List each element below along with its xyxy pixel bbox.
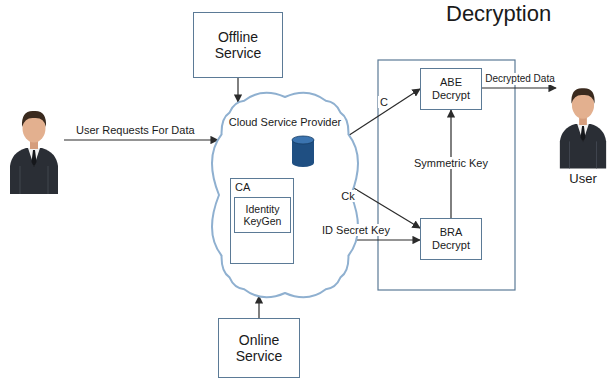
node-text: Online Service (222, 332, 296, 364)
process-box: Identity KeyGen (234, 197, 291, 233)
process-box: BRA Decrypt (420, 218, 482, 260)
user-figure (556, 80, 610, 170)
edge-label: Symmetric Key (412, 157, 490, 170)
user-figure (560, 88, 606, 168)
process-box: Offline Service (193, 12, 283, 78)
arrow-label: User Requests For Data (76, 124, 195, 137)
process-box: Online Service (218, 318, 300, 378)
node-text: BRA Decrypt (424, 226, 478, 251)
edge-label: Ck (339, 190, 356, 203)
node-text: Offline Service (197, 29, 279, 61)
request-arrow (64, 139, 218, 140)
node-text: ABE Decrypt (424, 76, 478, 101)
connector-arrow (237, 78, 238, 102)
decryption-panel (378, 60, 515, 290)
user-figure (10, 111, 58, 194)
connector-arrow (258, 296, 259, 318)
edge-label: Decrypted Data (483, 73, 556, 85)
ca-box: CA Identity KeyGen (230, 178, 294, 264)
edge-label: ID Secret Key (320, 224, 392, 237)
database-cylinder (292, 136, 314, 144)
node-text: Identity KeyGen (238, 203, 287, 227)
process-box: ABE Decrypt (420, 68, 482, 110)
node-text: CA (235, 181, 289, 194)
connector-arrow (482, 87, 556, 88)
edge-label: C (378, 96, 390, 109)
node-text: Cloud Service Provider (208, 116, 362, 129)
user-figure: User (556, 80, 610, 192)
diagram-title: Decryption (446, 1, 551, 26)
node-text: User (556, 172, 610, 187)
